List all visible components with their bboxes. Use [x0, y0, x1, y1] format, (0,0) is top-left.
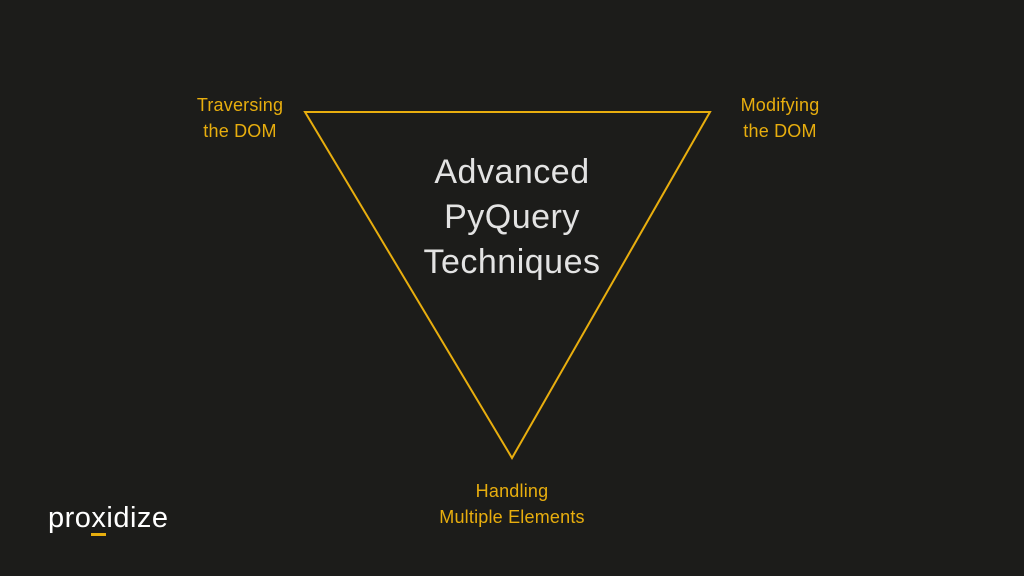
label-line: the DOM — [743, 121, 817, 141]
title-line: PyQuery — [444, 198, 580, 236]
label-modifying-the-dom: Modifying the DOM — [700, 92, 860, 144]
label-line: Multiple Elements — [439, 507, 585, 527]
logo-prefix: pro — [48, 502, 92, 534]
label-line: Handling — [475, 481, 549, 501]
diagram-title: Advanced PyQuery Techniques — [312, 150, 712, 285]
label-handling-multiple-elements: Handling Multiple Elements — [392, 478, 632, 530]
title-line: Advanced — [434, 153, 590, 191]
label-line: Modifying — [740, 95, 820, 115]
logo-highlighted-x: x — [91, 503, 107, 537]
proxidize-logo: proxidize — [48, 502, 169, 537]
title-line: Techniques — [423, 243, 601, 281]
triangle-shape — [303, 111, 712, 460]
label-line: Traversing — [196, 95, 284, 115]
label-line: the DOM — [203, 121, 277, 141]
label-traversing-the-dom: Traversing the DOM — [160, 92, 320, 144]
logo-suffix: idize — [106, 502, 169, 534]
